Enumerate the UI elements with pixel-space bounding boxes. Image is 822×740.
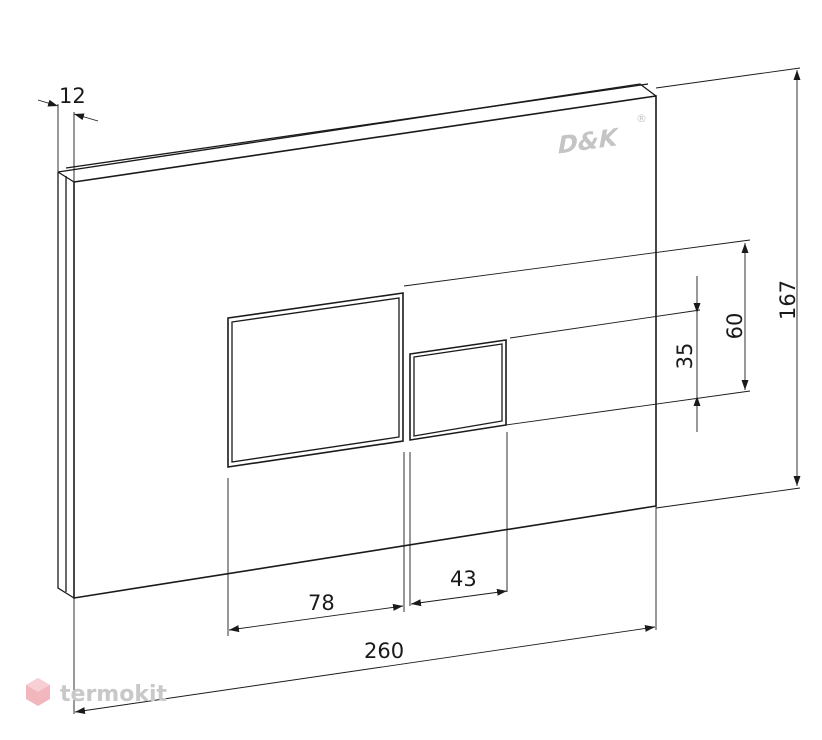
depth-arrow-right [73, 113, 99, 122]
depth-dimension-label: 12 [59, 84, 86, 108]
large-flush-button [227, 292, 404, 468]
height-dimension-label: 167 [776, 280, 800, 320]
watermark-text: termokit [60, 682, 167, 707]
depth-arrow-left [37, 99, 59, 107]
small-button-width-label: 43 [450, 567, 477, 591]
watermark: termokit [26, 678, 167, 707]
large-button-height-label: 60 [723, 313, 747, 340]
large-button-width-label: 78 [308, 591, 335, 615]
small-button-height-label: 35 [673, 343, 697, 370]
width-dimension-line [74, 624, 656, 715]
small-button-width-dimension-line [410, 588, 508, 607]
width-dimension-label: 260 [364, 639, 404, 663]
registered-mark: ® [636, 112, 647, 125]
